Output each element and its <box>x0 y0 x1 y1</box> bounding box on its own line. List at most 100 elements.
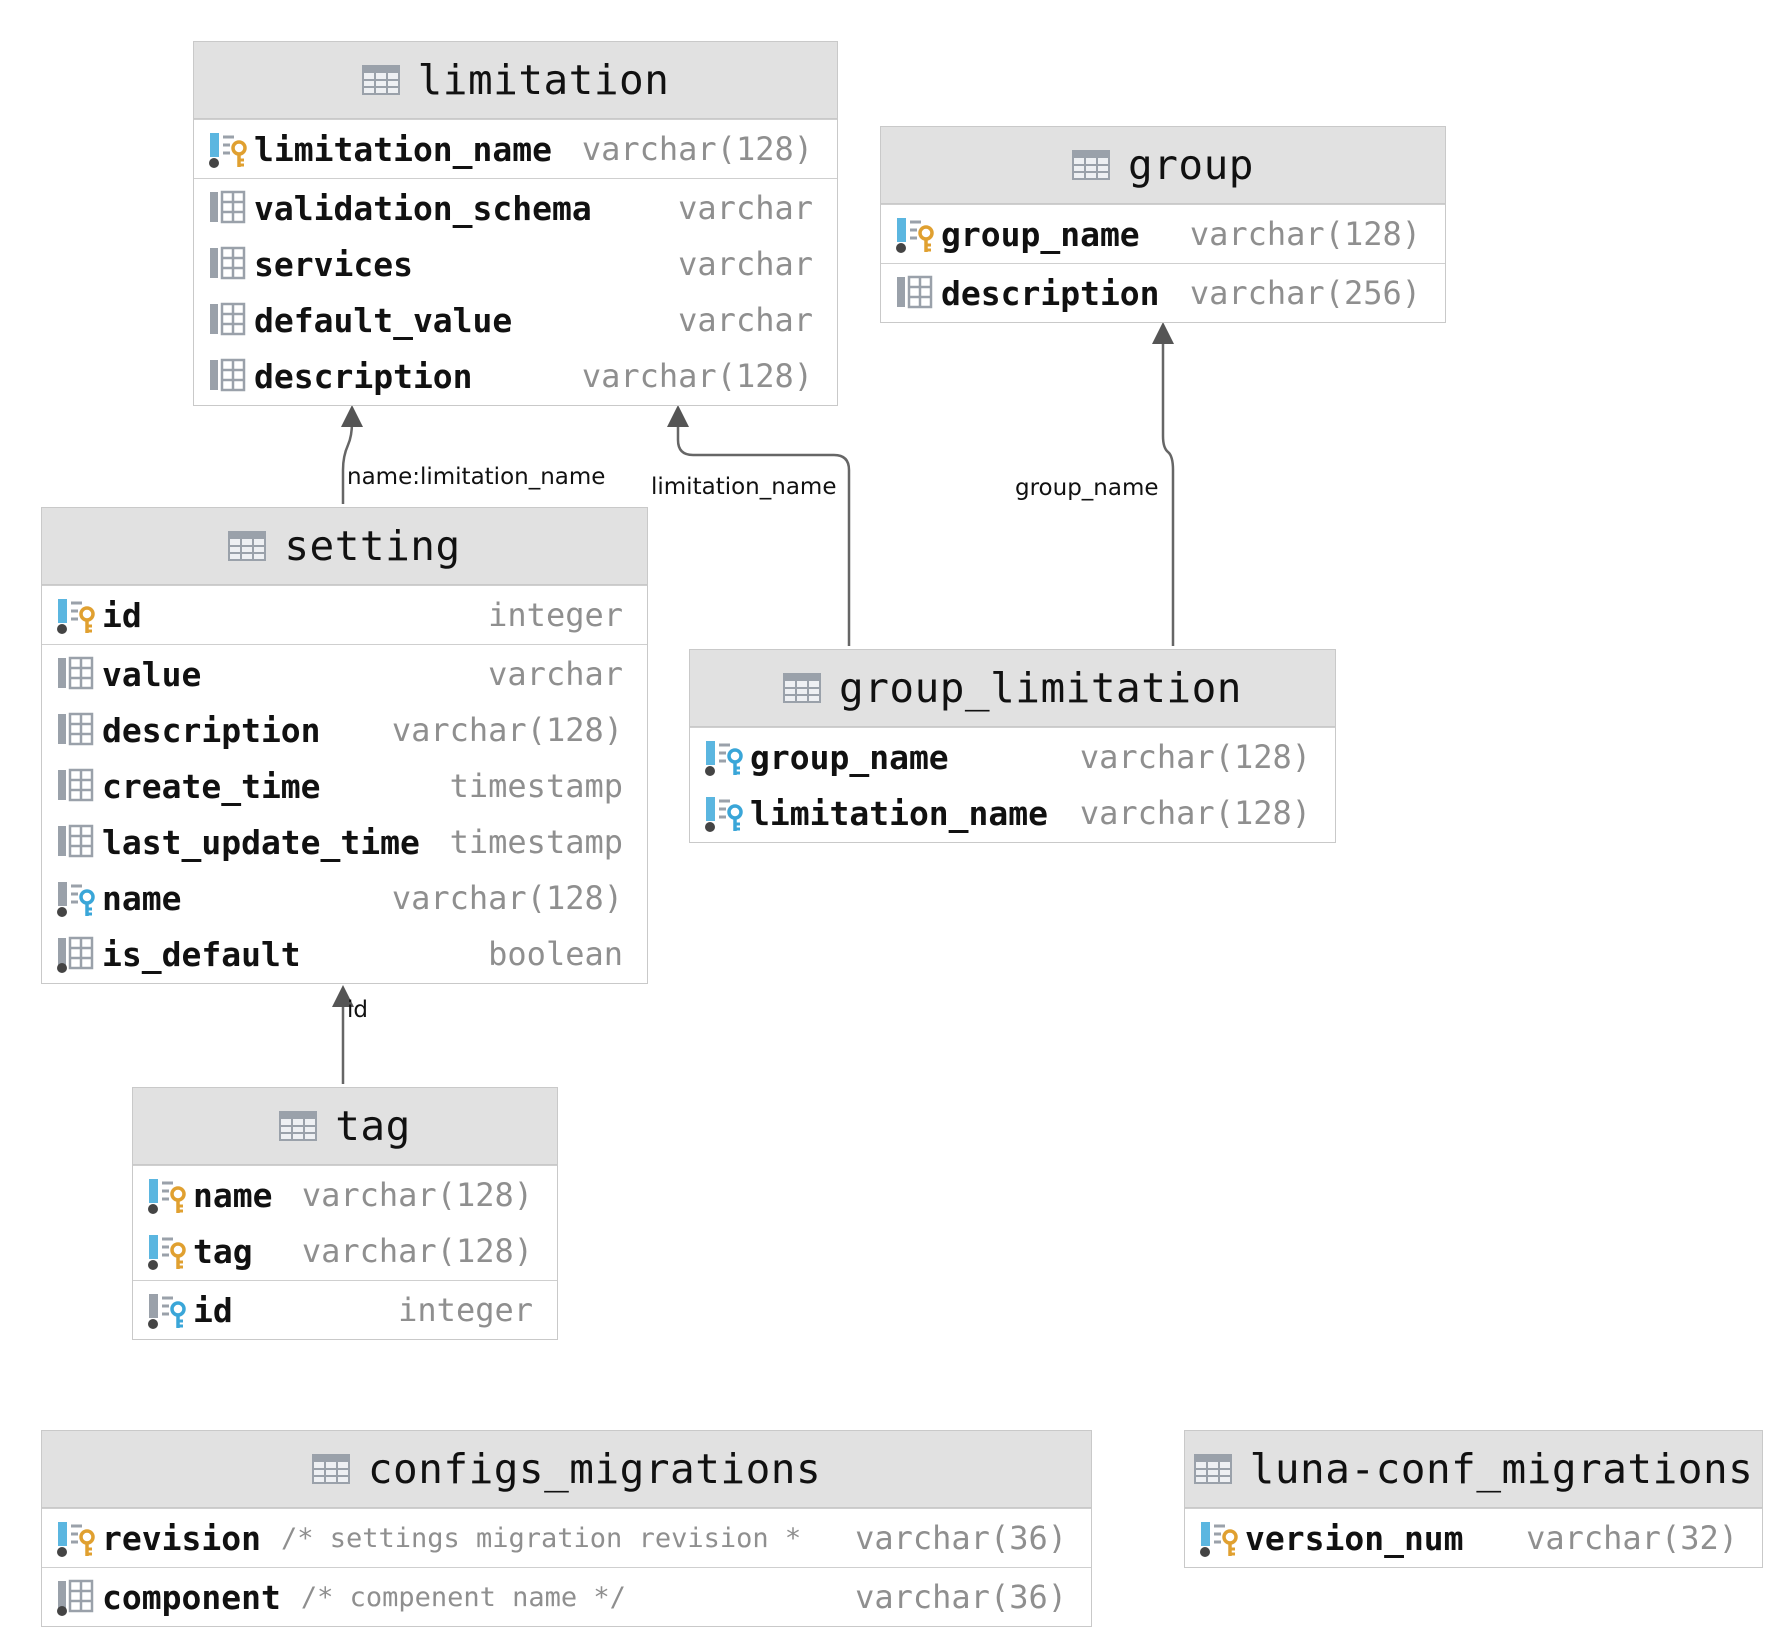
table-header: tag <box>133 1088 557 1165</box>
column-type: varchar(36) <box>855 1519 1067 1557</box>
column-name: revision <box>102 1518 261 1558</box>
column-comment: /* settings migration revision * <box>280 1522 802 1554</box>
edge-label-tag-setting: id <box>347 997 368 1023</box>
column-icon <box>56 710 100 750</box>
column-type: timestamp <box>449 823 623 861</box>
column-name: limitation_name <box>750 793 1049 833</box>
column-not-null-icon <box>56 934 100 974</box>
table-icon <box>1193 1454 1232 1484</box>
table-header: limitation <box>194 42 837 119</box>
edge-label-group-limitation-limitation: limitation_name <box>651 474 836 500</box>
edge-label-group-limitation-group: group_name <box>1015 475 1159 501</box>
column-row[interactable]: version_num varchar(32) <box>1185 1510 1762 1566</box>
table-name: group <box>1128 141 1254 189</box>
arrow-head-setting-limitation <box>341 405 363 427</box>
column-icon <box>208 300 252 340</box>
column-name: tag <box>193 1231 253 1271</box>
column-comment: /* compenent name */ <box>300 1581 626 1613</box>
table-header: group_limitation <box>690 650 1335 727</box>
column-type: varchar(32) <box>1526 1519 1738 1557</box>
column-type: varchar <box>488 655 623 693</box>
table-name: group_limitation <box>839 664 1242 712</box>
table-configs-migrations[interactable]: configs_migrations revision /* settings mi… <box>41 1430 1092 1627</box>
table-luna-conf-migrations[interactable]: luna-conf_migrations version_num varchar(3… <box>1184 1430 1763 1568</box>
column-row[interactable]: revision /* settings migration revision *… <box>42 1510 1091 1566</box>
primary-foreign-key-icon <box>704 793 748 833</box>
column-type: varchar(128) <box>1079 794 1311 832</box>
column-icon <box>56 822 100 862</box>
arrow-head-group-limitation-group <box>1152 322 1174 344</box>
column-name: component <box>102 1577 281 1617</box>
column-type: varchar <box>678 245 813 283</box>
table-icon <box>279 1111 318 1141</box>
column-type: varchar(128) <box>391 711 623 749</box>
column-name: description <box>254 356 473 396</box>
column-row[interactable]: id integer <box>42 587 647 643</box>
column-row[interactable]: limitation_name varchar(128) <box>690 785 1335 841</box>
column-icon <box>56 766 100 806</box>
primary-foreign-key-icon <box>704 737 748 777</box>
column-type: varchar(36) <box>855 1578 1067 1616</box>
column-row[interactable]: limitation_name varchar(128) <box>194 121 837 177</box>
column-type: varchar(128) <box>581 357 813 395</box>
edge-label-setting-limitation: name:limitation_name <box>347 464 605 490</box>
column-group: version_num varchar(32) <box>1185 1508 1762 1567</box>
column-name: limitation_name <box>254 129 553 169</box>
column-row[interactable]: component /* compenent name */ varchar(36) <box>42 1569 1091 1625</box>
edge-setting-limitation[interactable] <box>341 421 354 504</box>
arrow-head-group-limitation-limitation <box>667 405 689 427</box>
column-name: create_time <box>102 766 321 806</box>
foreign-key-icon <box>56 878 100 918</box>
edge-group-limitation-limitation[interactable] <box>676 422 851 646</box>
column-row[interactable]: value varchar <box>42 646 647 702</box>
column-type: integer <box>488 596 623 634</box>
table-header: setting <box>42 508 647 585</box>
table-icon <box>1072 150 1111 180</box>
column-type: varchar(128) <box>1079 738 1311 776</box>
column-name: name <box>102 878 182 918</box>
column-row[interactable]: description varchar(128) <box>194 348 837 404</box>
table-name: setting <box>284 522 461 570</box>
column-name: id <box>102 595 142 635</box>
column-name: version_num <box>1245 1518 1464 1558</box>
table-name: configs_migrations <box>367 1445 822 1493</box>
table-name: luna-conf_migrations <box>1249 1445 1754 1493</box>
primary-key-icon <box>895 214 939 254</box>
column-icon <box>208 244 252 284</box>
column-type: boolean <box>488 935 623 973</box>
column-group: component /* compenent name */ varchar(36) <box>42 1567 1091 1626</box>
primary-key-icon <box>56 1518 100 1558</box>
column-name: id <box>193 1290 233 1330</box>
edge-group-limitation-group[interactable] <box>1161 340 1175 646</box>
column-name: value <box>102 654 202 694</box>
column-icon <box>895 273 939 313</box>
column-icon <box>208 188 252 228</box>
arrow-head-tag-setting <box>332 985 354 1007</box>
table-header: configs_migrations <box>42 1431 1091 1508</box>
column-type: varchar(128) <box>581 130 813 168</box>
